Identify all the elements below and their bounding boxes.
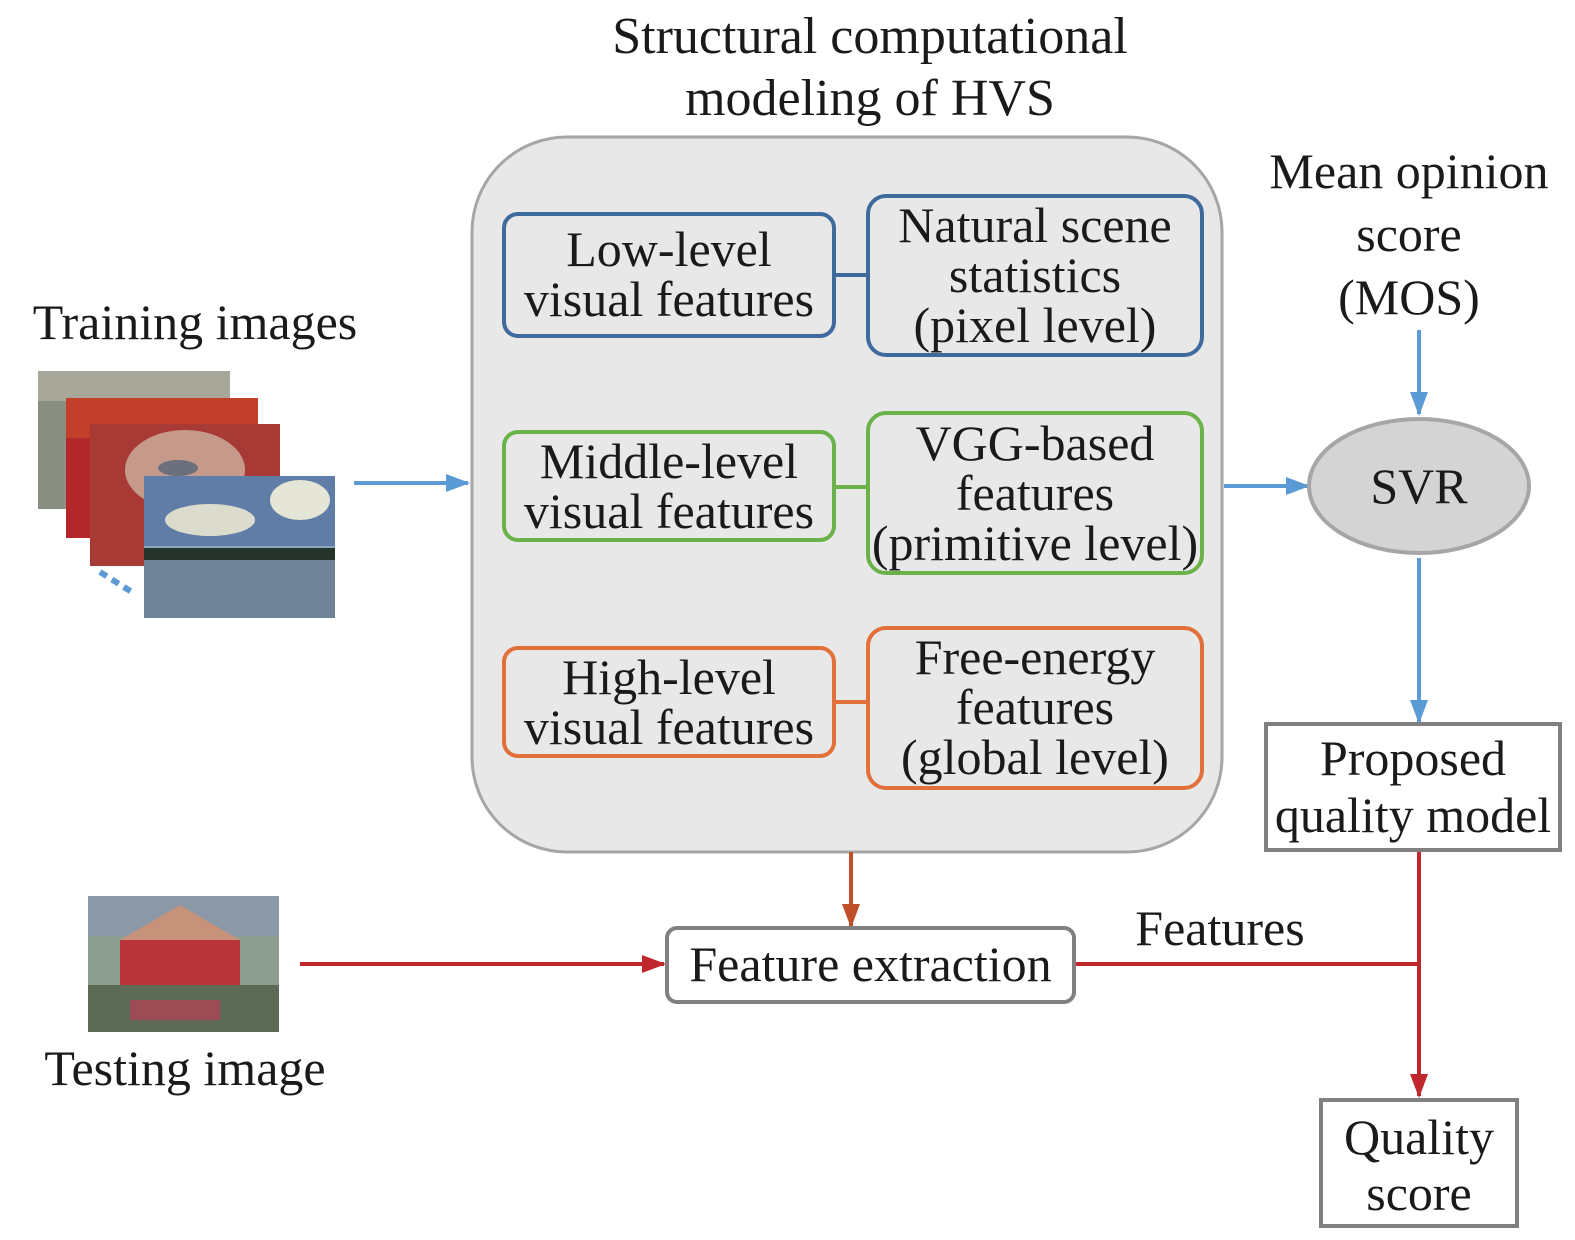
vgg-box [866,411,1204,575]
quality-score-label: Quality score [1344,1109,1494,1221]
vgg-label: VGG-based features (primitive level) [871,415,1199,571]
testing-image-label: Testing image [44,1040,326,1096]
training-images-label: Training images [32,294,358,350]
svr-ellipse [1307,417,1531,555]
proposed-model-label: Proposed quality model [1274,730,1552,843]
mos-label: Mean opinion score (MOS) [1269,143,1549,325]
free-energy-box [866,626,1204,790]
diagram-title: Structural computational modeling of HVS [612,8,1128,127]
testing-image-thumb [88,896,279,1032]
training-images-stack [38,371,335,618]
high-level-label: High-level visual features [523,649,815,755]
svr-label: SVR [1370,458,1468,514]
middle-level-label: Middle-level visual features [523,433,815,539]
free-energy-label: Free-energy features (global level) [901,629,1169,785]
nss-label: Natural scene statistics (pixel level) [898,197,1172,353]
low-level-label: Low-level visual features [523,221,815,327]
quality-score-box [1319,1098,1519,1228]
proposed-model-box [1264,722,1562,852]
training-ellipsis-dots [98,569,137,597]
nss-box [866,194,1204,357]
features-label: Features [1135,900,1305,956]
feature-extraction-box [665,926,1076,1004]
hvs-panel [470,135,1224,854]
feature-extraction-label: Feature extraction [689,936,1052,992]
